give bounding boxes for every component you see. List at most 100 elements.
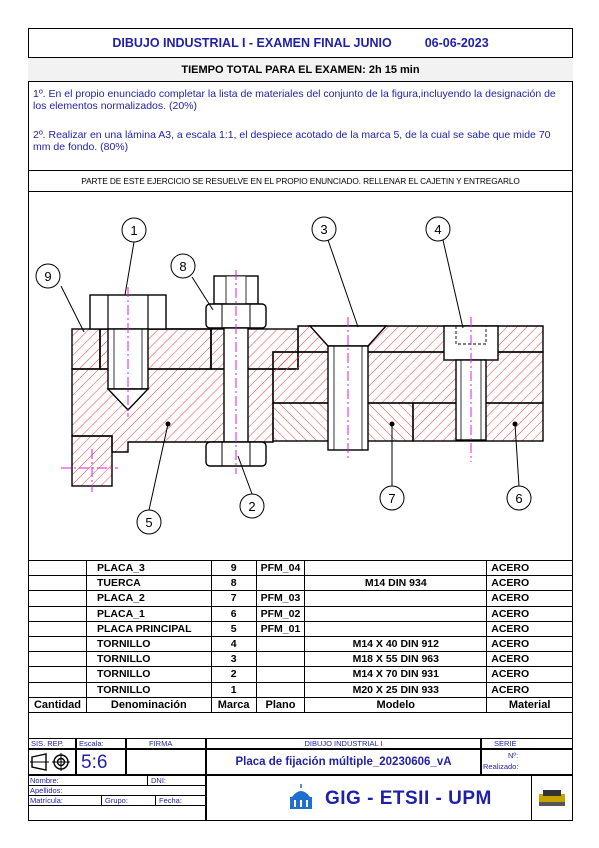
balloon-2: 2: [239, 493, 265, 519]
label-sis-rep: SIS. REP.: [31, 739, 64, 748]
school-name: GIG - ETSII - UPM: [325, 788, 492, 809]
assembly-drawing: 1 8 9 3 4 5 2 7 6: [35, 216, 544, 535]
bom-cell-denominacion: PLACA_1: [85, 605, 212, 622]
bom-cell-plano: [255, 575, 306, 592]
bom-cell-modelo: [304, 620, 488, 637]
balloon-1-label: 1: [130, 223, 137, 238]
bom-cell-cantidad: [28, 681, 87, 698]
balloon-2-label: 2: [248, 499, 255, 514]
bom-cell-material: ACERO: [486, 620, 573, 637]
header-modelo: Modelo: [304, 696, 488, 713]
bom-cell-denominacion: TORNILLO: [85, 635, 212, 653]
header-cantidad: Cantidad: [28, 696, 87, 713]
bom-cell-material: ACERO: [486, 559, 573, 577]
bom-cell-modelo: M14 X 40 DIN 912: [304, 635, 488, 653]
bom-cell-cantidad: [28, 605, 87, 622]
cell-course: DIBUJO INDUSTRIAL I: [206, 738, 481, 749]
bom-cell-material: ACERO: [486, 666, 573, 683]
bom-cell-denominacion: PLACA PRINCIPAL: [85, 620, 212, 637]
balloon-9-label: 9: [44, 269, 51, 284]
bom-cell-modelo: M14 DIN 934: [304, 575, 488, 592]
header-marca: Marca: [210, 696, 257, 713]
balloon-8-label: 8: [179, 259, 186, 274]
balloon-4: 4: [425, 216, 451, 242]
bom-cell-marca: 5: [210, 620, 257, 637]
balloon-1: 1: [121, 217, 147, 243]
bom-cell-modelo: M14 X 70 DIN 931: [304, 666, 488, 683]
header-material: Material: [486, 696, 573, 713]
bom-cell-material: ACERO: [486, 651, 573, 668]
leader-lines: [60, 239, 520, 511]
balloon-4-label: 4: [434, 222, 441, 237]
drawing-title: Placa de fijación múltiple_20230606_vA: [235, 756, 452, 768]
bom-cell-cantidad: [28, 666, 87, 683]
bom-cell-denominacion: TUERCA: [85, 575, 212, 592]
bom-cell-cantidad: [28, 559, 87, 577]
header-plano: Plano: [255, 696, 306, 713]
label-escala: Escala:: [79, 739, 104, 748]
balloon-6-label: 6: [515, 491, 522, 506]
bom-cell-material: ACERO: [486, 575, 573, 592]
exam-header: DIBUJO INDUSTRIAL I - EXAMEN FINAL JUNIO…: [28, 28, 573, 58]
cell-escala-label: Escala:: [76, 738, 126, 749]
bom-cell-plano: PFM_04: [255, 559, 306, 577]
bom-cell-material: ACERO: [486, 681, 573, 698]
cell-escala-value: 5:6: [76, 749, 126, 775]
header-denominacion: Denominación: [85, 696, 212, 713]
cell-serie: SERIE: [481, 738, 573, 749]
bom-cell-plano: PFM_02: [255, 605, 306, 622]
bom-cell-cantidad: [28, 651, 87, 668]
balloon-7: 7: [379, 485, 405, 511]
bom-cell-marca: 1: [210, 681, 257, 698]
bom-cell-marca: 4: [210, 635, 257, 653]
question-2: 2º. Realizar en una lámina A3, a escala …: [33, 129, 551, 153]
escala-value: 5:6: [81, 752, 108, 773]
cell-firma-space: [126, 749, 206, 775]
exam-title: DIBUJO INDUSTRIAL I - EXAMEN FINAL JUNIO: [112, 36, 392, 50]
bom-cell-denominacion: TORNILLO: [85, 651, 212, 668]
bom-cell-marca: 3: [210, 651, 257, 668]
bom-cell-marca: 2: [210, 666, 257, 683]
balloon-5: 5: [136, 509, 162, 535]
label-apellidos: Apellidos:: [30, 786, 63, 795]
bom-cell-cantidad: [28, 590, 87, 607]
label-matricula: Matrícula:: [30, 796, 63, 805]
bom-cell-plano: PFM_01: [255, 620, 306, 637]
bom-cell-cantidad: [28, 575, 87, 592]
university-logo-icon: [290, 784, 312, 809]
bom-cell-denominacion: TORNILLO: [85, 681, 212, 698]
bom-cell-plano: [255, 651, 306, 668]
bom-cell-denominacion: TORNILLO: [85, 666, 212, 683]
cell-numero: Nº: Realizado:: [481, 749, 573, 775]
instruction-note: PARTE DE ESTE EJERCICIO SE RESUELVE EN E…: [28, 170, 573, 192]
label-numero: Nº:: [508, 751, 519, 760]
balloon-5-label: 5: [145, 515, 152, 530]
balloon-3-label: 3: [320, 222, 327, 237]
bom-header-row: Cantidad Denominación Marca Plano Modelo…: [28, 696, 573, 713]
bom-cell-material: ACERO: [486, 635, 573, 653]
label-serie: SERIE: [494, 739, 517, 748]
part-tornillo-3: [308, 317, 388, 460]
bom-cell-modelo: [304, 559, 488, 577]
bom-cell-denominacion: PLACA_3: [85, 559, 212, 577]
bom-cell-cantidad: [28, 635, 87, 653]
cell-school: GIG - ETSII - UPM: [206, 775, 573, 821]
label-realizado: Realizado:: [483, 762, 519, 771]
label-course: DIBUJO INDUSTRIAL I: [304, 739, 383, 748]
bom-cell-marca: 9: [210, 559, 257, 577]
label-nombre: Nombre:: [30, 776, 59, 785]
balloon-9: 9: [35, 263, 61, 289]
bom-cell-modelo: [304, 605, 488, 622]
first-angle-projection-icon: [30, 753, 70, 771]
label-fecha: Fecha:: [159, 796, 182, 805]
bom-cell-plano: PFM_03: [255, 590, 306, 607]
cell-firma: FIRMA: [126, 738, 206, 749]
bom-cell-material: ACERO: [486, 590, 573, 607]
exam-date: 06-06-2023: [424, 36, 489, 50]
